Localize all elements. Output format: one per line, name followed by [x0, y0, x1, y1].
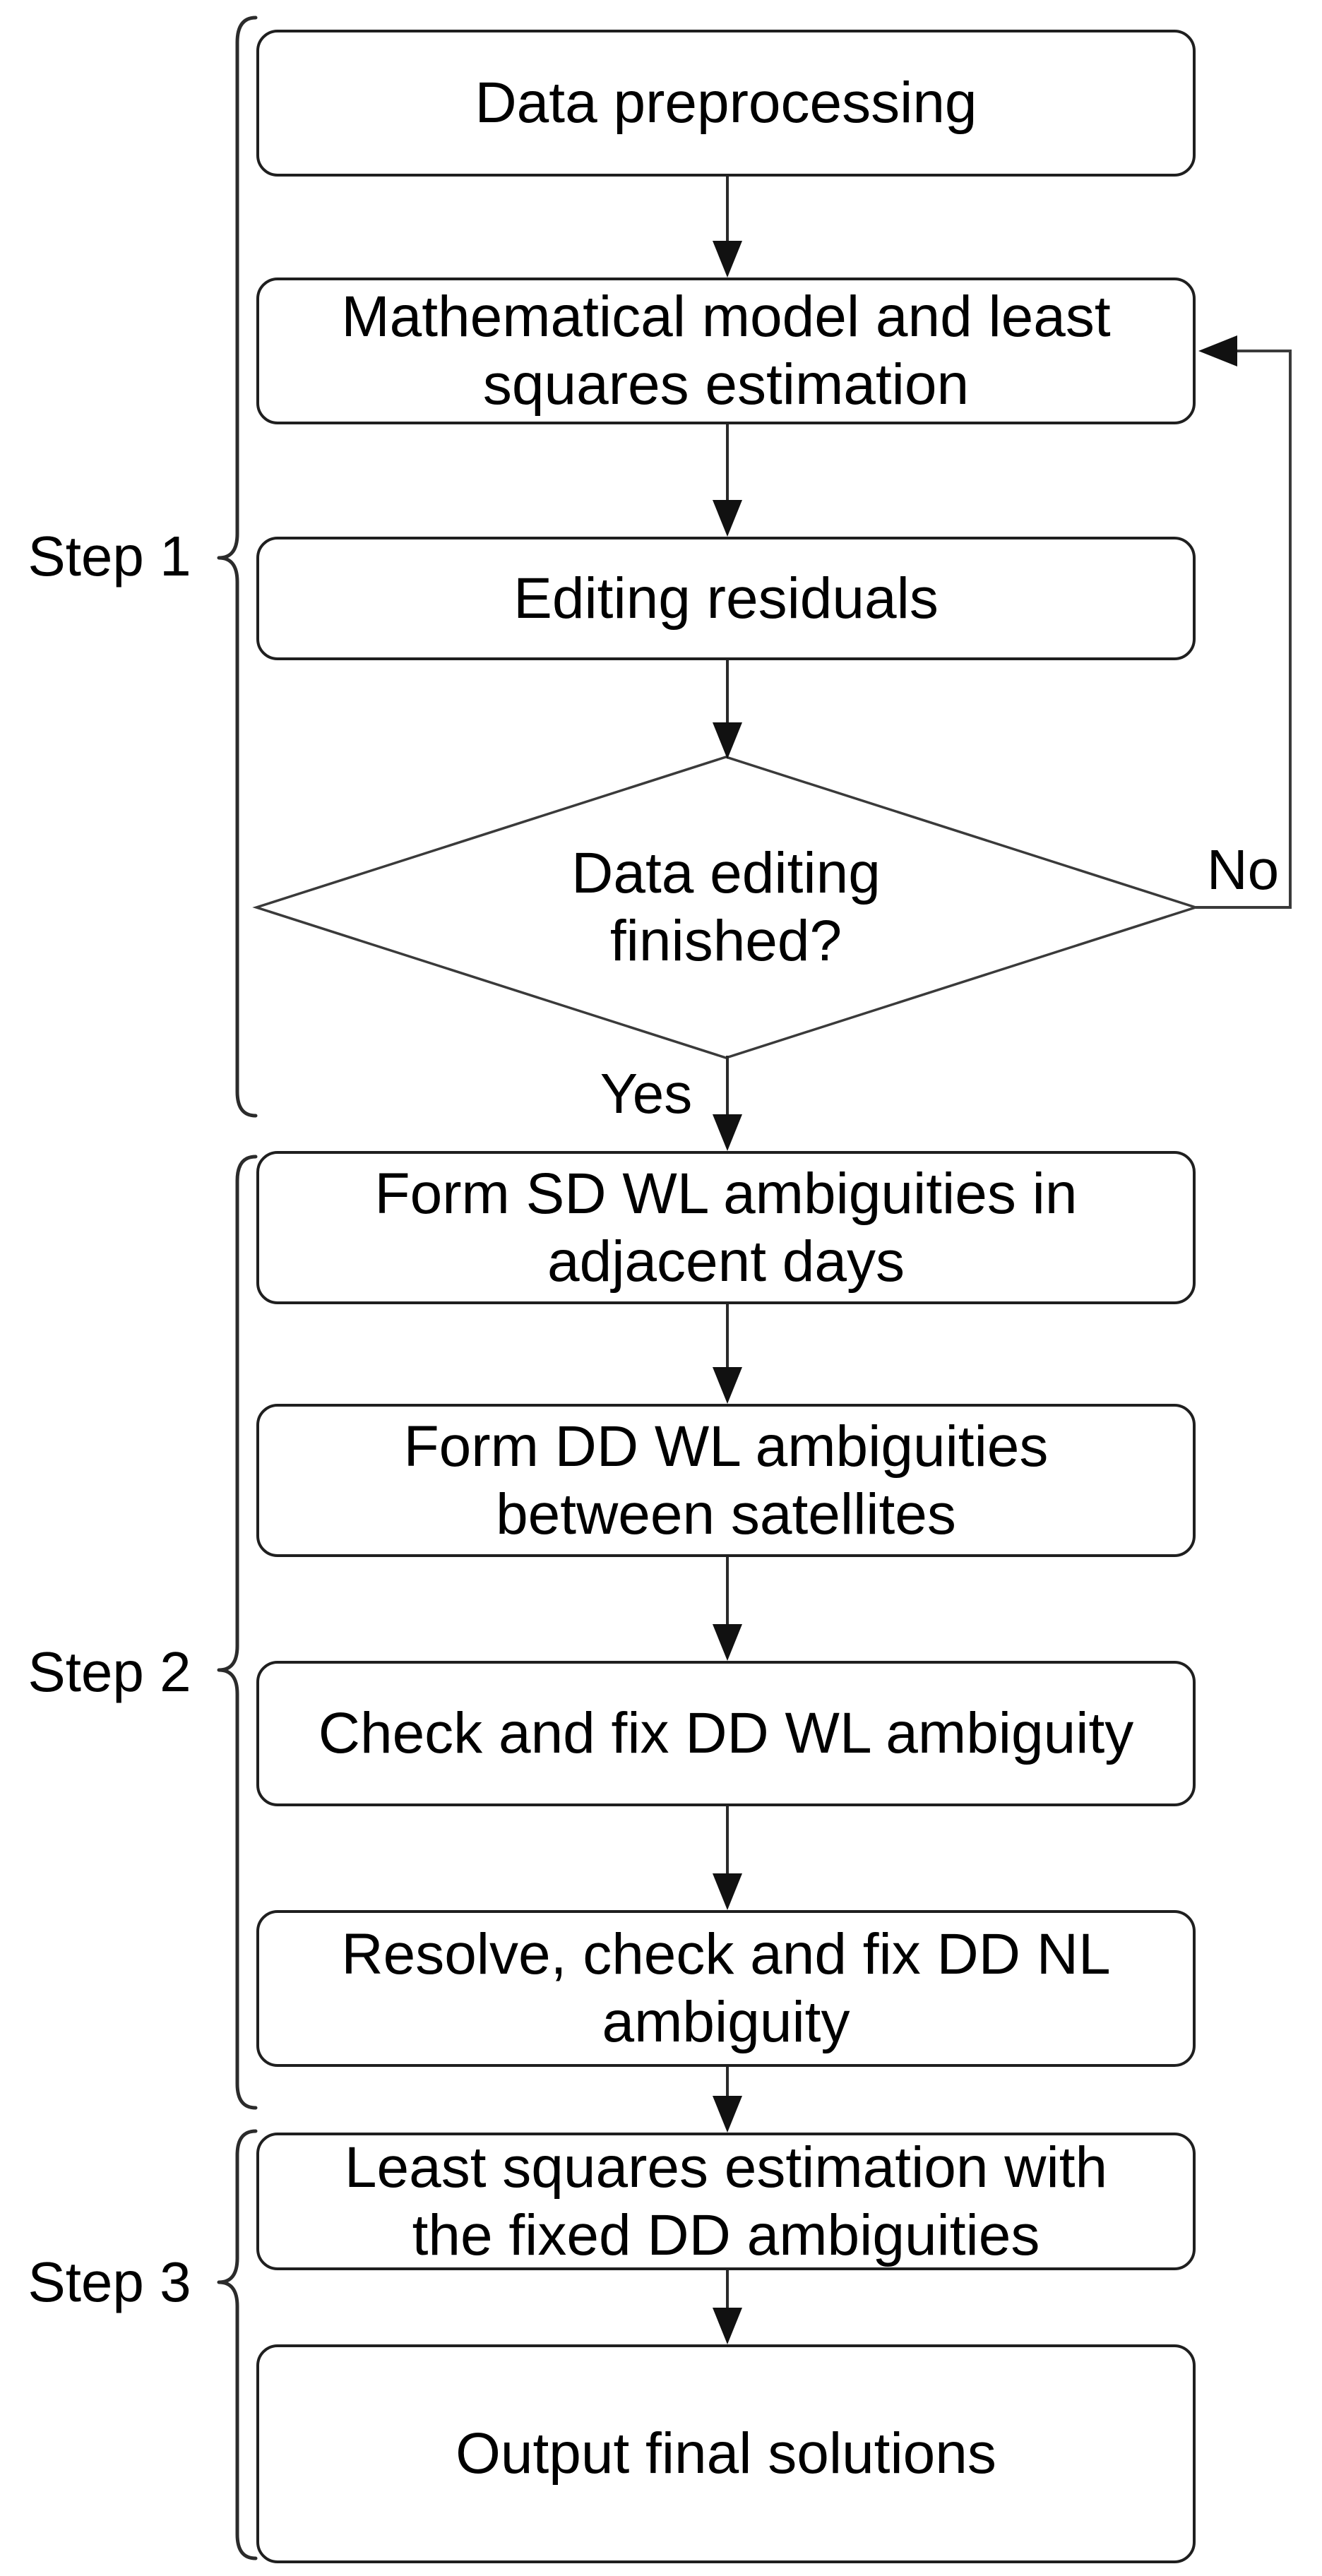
arrow-down-icon — [713, 1624, 742, 1661]
node-output-final-solutions: Output final solutions — [256, 2344, 1196, 2563]
arrow-down-icon — [713, 2308, 742, 2344]
node-text-line: between satellites — [496, 1481, 956, 1546]
node-text-line: squares estimation — [482, 352, 970, 417]
node-text-line: ambiguity — [602, 1990, 850, 2054]
arrow-down-icon — [713, 722, 742, 759]
brace-step-3-icon — [217, 2129, 258, 2560]
node-text-line: Mathematical model and least — [341, 285, 1111, 349]
node-text-line: the fixed DD ambiguities — [412, 2202, 1040, 2267]
node-form-sd-wl-ambiguities: Form SD WL ambiguities in adjacent days — [256, 1151, 1196, 1304]
arrow-left-icon — [1198, 335, 1237, 366]
node-least-squares-fixed-dd: Least squares estimation with the fixed … — [256, 2133, 1196, 2270]
node-resolve-check-fix-dd-nl: Resolve, check and fix DD NL ambiguity — [256, 1910, 1196, 2067]
node-text-line: Data preprocessing — [475, 71, 977, 135]
arrow-down-icon — [713, 1367, 742, 1404]
decision-data-editing-finished: Data editing finished? — [348, 812, 1104, 1003]
node-check-fix-dd-wl: Check and fix DD WL ambiguity — [256, 1661, 1196, 1806]
node-text-line: Form SD WL ambiguities in — [374, 1161, 1078, 1226]
node-text-line: Editing residuals — [513, 566, 939, 631]
arrow-down-icon — [713, 1114, 742, 1151]
node-text-line: adjacent days — [547, 1229, 905, 1294]
node-text-line: finished? — [609, 909, 842, 973]
arrow-down-icon — [713, 500, 742, 537]
node-text-line: Resolve, check and fix DD NL — [341, 1922, 1111, 1986]
node-math-model-least-squares: Mathematical model and least squares est… — [256, 278, 1196, 424]
brace-step-2-icon — [217, 1155, 258, 2110]
edge-label-yes: Yes — [600, 1062, 693, 1125]
arrow-down-icon — [713, 1873, 742, 1910]
edge-label-no: No — [1206, 838, 1280, 901]
arrow-heads — [713, 241, 742, 2344]
arrow-down-icon — [713, 2096, 742, 2133]
step-1-label: Step 1 — [28, 525, 191, 588]
node-text-line: Form DD WL ambiguities — [403, 1414, 1049, 1479]
step-3-label: Step 3 — [28, 2250, 191, 2313]
step-2-label: Step 2 — [28, 1640, 191, 1703]
brace-step-1-icon — [217, 16, 258, 1118]
node-text-line: Output final solutions — [455, 2421, 996, 2486]
node-text-line: Least squares estimation with — [344, 2135, 1108, 2200]
node-form-dd-wl-ambiguities: Form DD WL ambiguities between satellite… — [256, 1404, 1196, 1557]
node-editing-residuals: Editing residuals — [256, 537, 1196, 660]
no-loop-connector — [1196, 350, 1292, 909]
node-text-line: Data editing — [571, 841, 881, 905]
arrow-down-icon — [713, 241, 742, 278]
node-text-line: Check and fix DD WL ambiguity — [318, 1701, 1134, 1765]
node-data-preprocessing: Data preprocessing — [256, 30, 1196, 177]
